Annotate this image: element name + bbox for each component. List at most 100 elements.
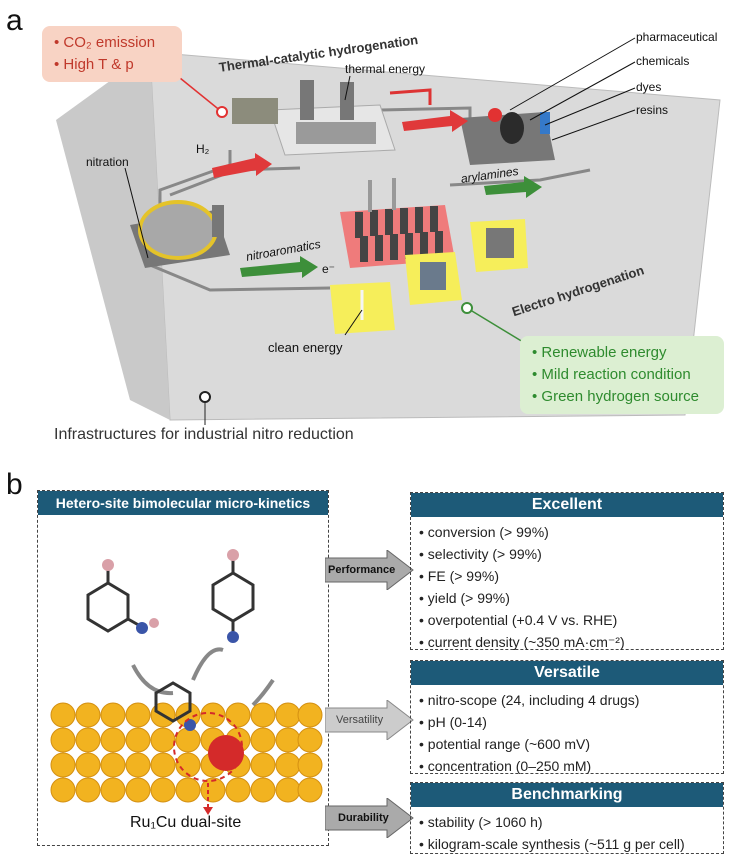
panel-b-letter: b [6, 468, 23, 501]
leader-line [124, 167, 149, 259]
metric-item: concentration (0–250 mM) [419, 755, 715, 777]
callout-connector [179, 77, 223, 113]
versatile-list: nitro-scope (24, including 4 drugs) pH (… [411, 685, 723, 781]
dual-site-label: Ru₁Cu dual-site [130, 814, 242, 831]
versatile-box: Versatile nitro-scope (24, including 4 d… [410, 660, 724, 774]
chimney [340, 82, 354, 120]
label-chemicals: chemicals [636, 54, 690, 68]
metric-item: FE (> 99%) [419, 565, 715, 587]
label-electron: e⁻ [322, 262, 336, 276]
label-clean-energy: clean energy [268, 340, 343, 355]
label-dyes: dyes [636, 80, 662, 94]
metric-item: potential range (~600 mV) [419, 733, 715, 755]
nitration-reactor [138, 200, 218, 260]
metric-item: selectivity (> 99%) [419, 543, 715, 565]
platform-side [56, 52, 170, 420]
metric-item: overpotential (+0.4 V vs. RHE) [419, 609, 715, 631]
durability-arrow [325, 798, 414, 838]
product-spring [540, 112, 550, 134]
versatile-title: Versatile [411, 661, 723, 685]
red-arrow [402, 110, 468, 132]
label-resins: resins [636, 103, 669, 117]
ru-atom [208, 735, 244, 771]
versatility-arrow [325, 700, 414, 740]
nitration-tower [212, 205, 224, 237]
versatility-label: Versatility [336, 714, 384, 726]
callout-red-item: • High T & p [54, 56, 134, 73]
pylon [392, 178, 396, 210]
leader-line [544, 87, 636, 126]
metric-item: kilogram-scale synthesis (~511 g per cel… [419, 833, 715, 855]
panel-a-letter: a [6, 4, 23, 37]
benchmarking-title: Benchmarking [411, 783, 723, 807]
dual-site-highlight [173, 712, 243, 782]
metric-item: pH (0-14) [419, 711, 715, 733]
adsorbed-atom [184, 719, 196, 731]
metric-item: conversion (> 99%) [419, 521, 715, 543]
micro-kinetics-title: Hetero-site bimolecular micro-kinetics [38, 491, 328, 515]
callout-connector [466, 307, 529, 346]
caption-dot [199, 391, 211, 403]
leader-line [551, 109, 636, 141]
performance-arrow [325, 550, 414, 590]
benchmarking-box: Benchmarking stability (> 1060 h) kilogr… [410, 782, 724, 854]
metric-item: nitro-scope (24, including 4 drugs) [419, 689, 715, 711]
reactant-atom [136, 622, 148, 634]
heat-pipe [389, 88, 432, 105]
excellent-title: Excellent [411, 493, 723, 517]
micro-kinetics-box: Hetero-site bimolecular micro-kinetics [37, 490, 329, 846]
green-arrow [484, 176, 542, 198]
performance-label: Performance [328, 564, 396, 576]
metric-item: stability (> 1060 h) [419, 811, 715, 833]
cu-surface [50, 702, 323, 803]
chimney [300, 80, 314, 120]
label-nitration: nitration [86, 155, 129, 169]
solar-panel [420, 262, 446, 290]
panel-a-illustration [56, 37, 721, 425]
adsorption-arrow [131, 664, 174, 696]
label-h2: H₂ [196, 142, 210, 156]
callout-dot [461, 302, 473, 314]
electrolyzer-array [355, 206, 443, 262]
product-atom [227, 549, 239, 561]
dual-site-illustration [50, 549, 323, 815]
panel-a-caption: Infrastructures for industrial nitro red… [54, 426, 354, 443]
pylon [368, 180, 372, 212]
callout-green-item: • Green hydrogen source [532, 388, 700, 405]
callout-green: • Renewable energy • Mild reaction condi… [520, 336, 724, 414]
product-flask [488, 108, 502, 122]
pipe [149, 168, 591, 292]
label-thermal-energy: thermal energy [345, 62, 426, 76]
metric-item: current density (~350 mA·cm⁻²) [419, 631, 715, 653]
callout-green-item: • Renewable energy [532, 344, 667, 361]
excellent-box: Excellent conversion (> 99%) selectivity… [410, 492, 724, 650]
site-pointer-head [203, 807, 213, 815]
benchmarking-list: stability (> 1060 h) kilogram-scale synt… [411, 807, 723, 859]
h-arrow [251, 678, 275, 707]
metric-item: yield (> 99%) [419, 587, 715, 609]
reactant-atom [102, 559, 114, 571]
product-atom [227, 631, 239, 643]
excellent-list: conversion (> 99%) selectivity (> 99%) F… [411, 517, 723, 657]
leader-line [529, 61, 636, 121]
callout-dot [216, 106, 228, 118]
product-molecule [211, 557, 255, 635]
reactant-molecule [86, 567, 143, 633]
green-arrow [240, 256, 318, 278]
pack-unit [486, 228, 514, 258]
leader-line [509, 37, 636, 111]
adsorbed-molecule [154, 681, 192, 723]
reactant-atom [149, 618, 159, 628]
leader-line [344, 75, 351, 101]
callout-green-item: • Mild reaction condition [532, 366, 691, 383]
label-pharmaceutical: pharmaceutical [636, 30, 718, 44]
callout-red-item: • CO₂ emission [54, 34, 156, 51]
leader-line [344, 309, 363, 336]
reactor [296, 122, 376, 144]
red-arrow [212, 153, 272, 178]
desorption-arrow [191, 647, 224, 681]
product-barrel [500, 112, 524, 144]
callout-red: • CO₂ emission • High T & p [42, 26, 182, 82]
durability-label: Durability [338, 812, 389, 824]
thermal-plant-block [232, 98, 278, 124]
